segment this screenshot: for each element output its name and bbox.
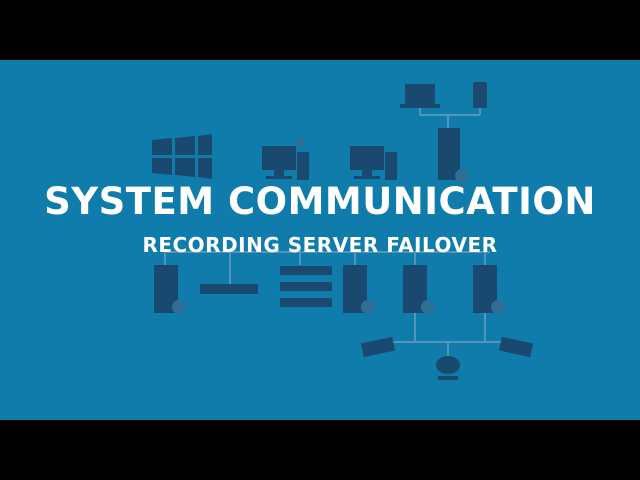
dome-camera-icon <box>436 356 460 380</box>
server-tower-icon <box>154 265 186 314</box>
server-tower-icon <box>473 265 505 314</box>
letterbox-top <box>0 0 640 60</box>
workstation-icon <box>262 137 309 180</box>
smartphone-icon <box>473 82 487 108</box>
network-diagram <box>152 82 534 380</box>
server-tower-icon <box>343 265 375 314</box>
rack-server-icon <box>280 266 332 307</box>
workstation-icon <box>350 146 397 180</box>
laptop-icon <box>400 84 440 108</box>
camera-icon <box>498 336 534 358</box>
camera-icon <box>360 336 396 358</box>
video-subtitle: RECORDING SERVER FAILOVER <box>142 233 498 257</box>
video-title: SYSTEM COMMUNICATION <box>44 180 596 223</box>
rack-server-icon <box>200 284 258 294</box>
server-tower-icon <box>438 128 469 183</box>
windows-logo-icon <box>152 134 212 179</box>
video-frame[interactable]: SYSTEM COMMUNICATION RECORDING SERVER FA… <box>0 60 640 420</box>
letterbox-bottom <box>0 420 640 480</box>
server-tower-icon <box>403 265 435 314</box>
